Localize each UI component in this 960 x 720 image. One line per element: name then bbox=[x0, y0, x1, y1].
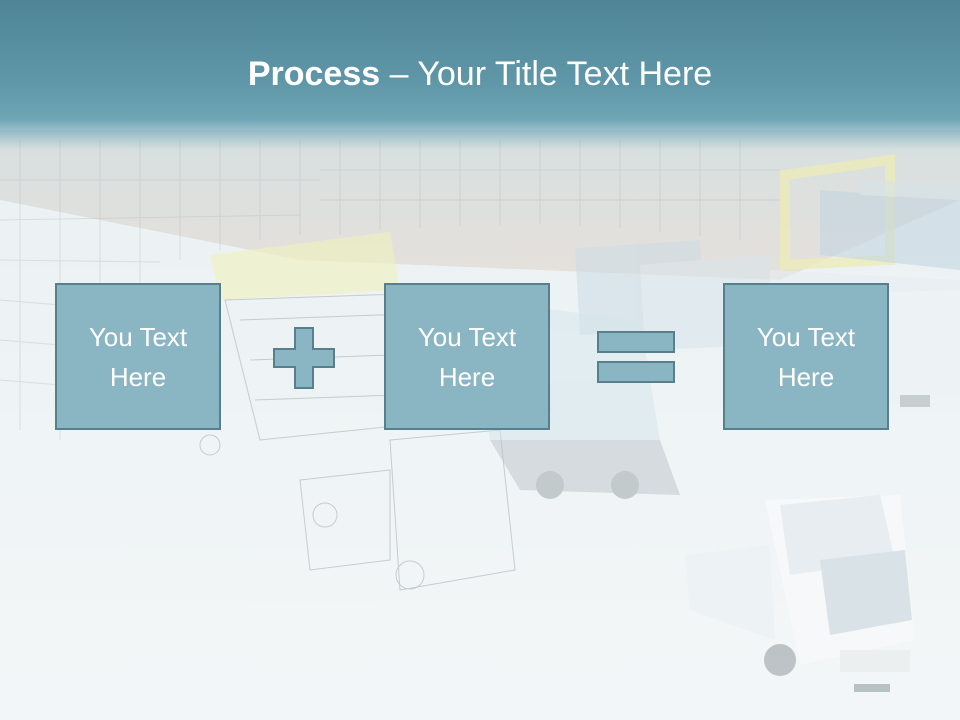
process-box-3-line1: You Text bbox=[756, 321, 856, 352]
process-box-3[interactable]: You Text Here bbox=[723, 283, 889, 430]
process-box-1-line2: Here bbox=[109, 361, 167, 392]
equals-icon bbox=[597, 331, 675, 383]
title-bar bbox=[0, 0, 960, 150]
process-box-2-text: You Text Here bbox=[418, 317, 516, 397]
process-box-3-text: You Text Here bbox=[757, 317, 855, 397]
process-box-2[interactable]: You Text Here bbox=[384, 283, 550, 430]
plus-icon bbox=[273, 327, 335, 389]
slide-title[interactable]: Process – Your Title Text Here bbox=[0, 52, 960, 96]
title-bold: Process bbox=[247, 55, 381, 93]
title-rest: – Your Title Text Here bbox=[380, 55, 713, 93]
process-box-2-line1: You Text bbox=[417, 321, 517, 352]
process-box-1-text: You Text Here bbox=[89, 317, 187, 397]
process-box-1[interactable]: You Text Here bbox=[55, 283, 221, 430]
process-box-3-line2: Here bbox=[777, 361, 835, 392]
process-box-2-line2: Here bbox=[438, 361, 496, 392]
process-box-1-line1: You Text bbox=[88, 321, 188, 352]
